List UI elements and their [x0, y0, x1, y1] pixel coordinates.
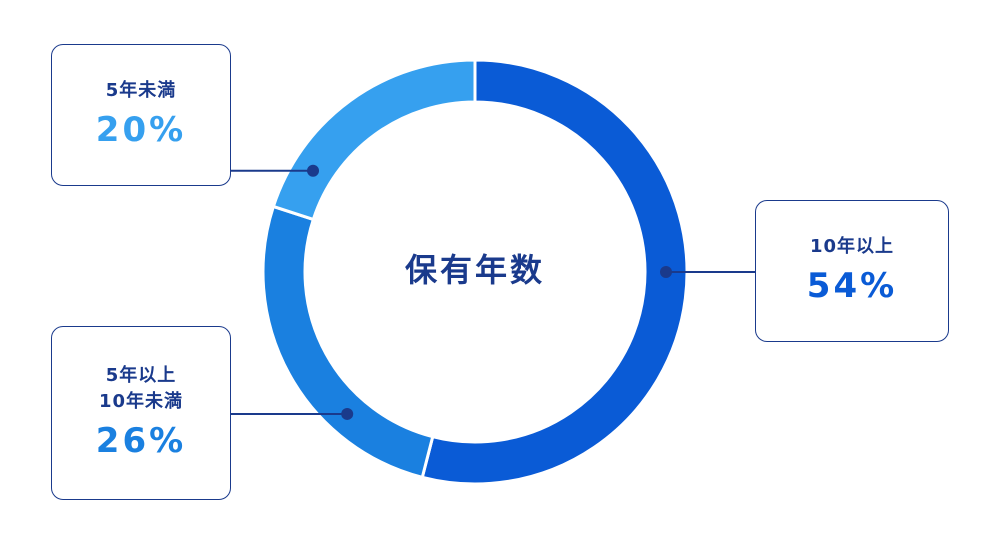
- slice-value-label: 20%: [95, 110, 187, 150]
- leader-dot: [307, 164, 320, 177]
- slice-value-label: 54%: [806, 266, 898, 306]
- slice-label: 5年未満: [105, 80, 177, 101]
- slice-value-label: 26%: [95, 421, 187, 461]
- donut-slice: [420, 58, 689, 486]
- chart-title: 保有年数: [405, 251, 545, 289]
- leader-dot: [341, 407, 354, 420]
- callout-under-five-years: 5年未満 20%: [51, 44, 231, 186]
- callout-ten-years-plus: 10年以上 54%: [755, 200, 949, 342]
- callout-five-to-ten-years: 5年以上 10年未満 26%: [51, 326, 231, 500]
- donut-slice: [271, 58, 477, 222]
- slice-label: 5年以上 10年未満: [98, 365, 184, 412]
- slices-layer: [261, 58, 689, 486]
- leader-lines-layer: [231, 164, 755, 420]
- leader-dot: [660, 266, 672, 278]
- slice-label: 10年以上: [809, 236, 895, 257]
- donut-slice: [261, 204, 435, 480]
